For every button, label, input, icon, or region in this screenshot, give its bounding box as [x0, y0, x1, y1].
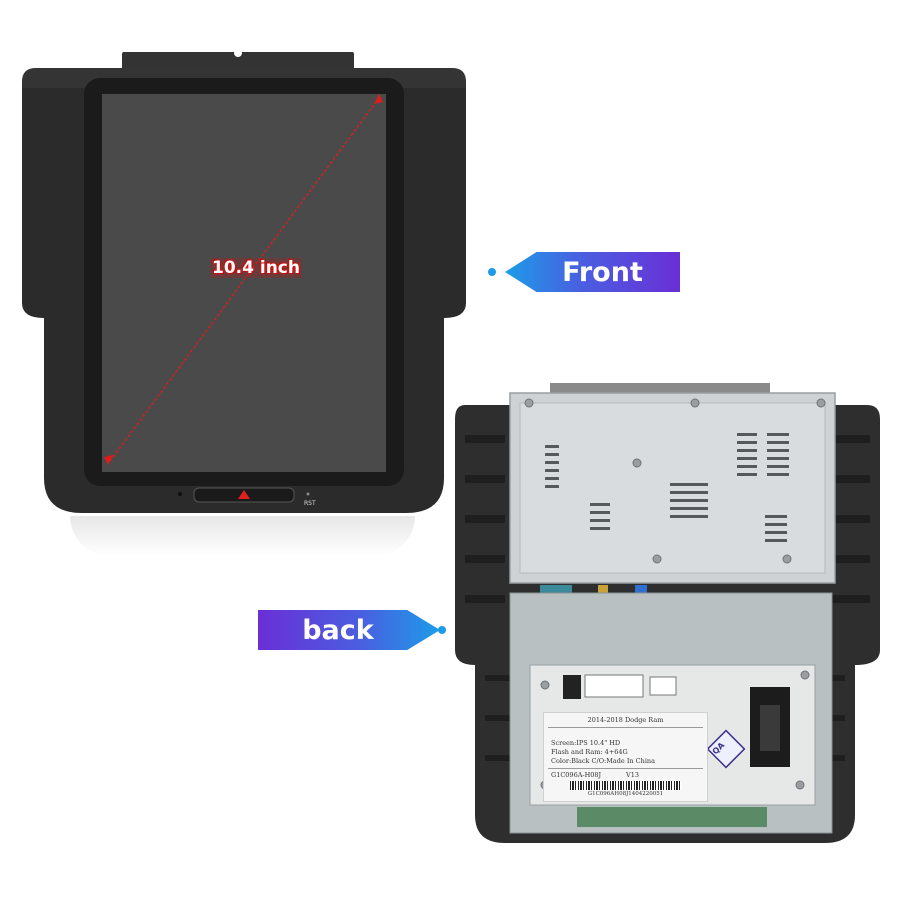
main-harness-plug	[584, 674, 644, 698]
mount-tab	[122, 52, 354, 72]
front-tag-dot	[488, 268, 496, 276]
vent-slots	[545, 433, 789, 542]
front-unit-drawing	[22, 49, 466, 513]
barcode	[570, 781, 682, 790]
small-plug	[649, 676, 677, 696]
label-color-origin: Color:Black C/O:Made In China	[551, 757, 655, 765]
label-serial: G1C096AH08J1404220051	[587, 791, 664, 797]
diagonal-measure-line	[109, 97, 380, 462]
label-divider	[548, 768, 703, 769]
back-tag: back	[258, 610, 440, 650]
back-tag-dot	[438, 626, 446, 634]
arrow-head-top	[374, 94, 383, 104]
product-label-sticker: 2014-2018 Dodge Ram Screen:IPS 10.4" HD …	[543, 712, 708, 802]
label-model: G1C096A-H08J	[551, 771, 602, 779]
black-plug	[563, 675, 581, 699]
chassis-screws	[524, 398, 826, 564]
front-reflection	[70, 516, 415, 556]
front-unit	[22, 48, 466, 518]
arrow-head-bottom	[104, 455, 113, 465]
label-memory-spec: Flash and Ram: 4+64G	[551, 748, 628, 756]
label-divider	[548, 727, 703, 728]
housing-ribs	[465, 435, 870, 761]
screen-size-label: 10.4 inch	[210, 258, 302, 278]
label-title: 2014-2018 Dodge Ram	[587, 716, 664, 724]
reset-hole	[306, 492, 310, 496]
pcb-strip	[577, 807, 767, 827]
qa-stamp	[706, 729, 746, 769]
mic-hole	[178, 492, 182, 496]
rst-label: RST	[304, 500, 316, 507]
label-version: V13	[626, 771, 639, 779]
label-screen-spec: Screen:IPS 10.4" HD	[551, 739, 621, 747]
mount-hole	[234, 49, 242, 57]
hazard-icon	[238, 490, 250, 499]
front-tag: Front	[505, 252, 680, 292]
